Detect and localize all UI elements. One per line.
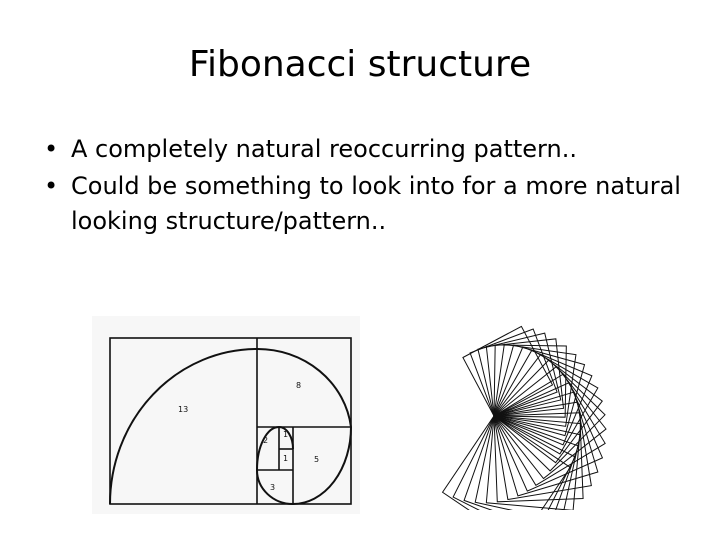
rotated-square bbox=[493, 343, 577, 427]
square-label: 1 bbox=[283, 454, 288, 463]
spiral-curve bbox=[109, 347, 353, 506]
bullet-list: • A completely natural reoccurring patte… bbox=[44, 132, 684, 241]
rotated-square bbox=[493, 401, 592, 501]
square-label: 1 bbox=[283, 430, 288, 439]
bullet-text: Could be something to look into for a mo… bbox=[71, 172, 681, 235]
rotated-square bbox=[441, 415, 571, 510]
square-label: 13 bbox=[178, 405, 188, 414]
rotated-square bbox=[493, 373, 606, 486]
rotated-square bbox=[452, 415, 576, 510]
rotated-square bbox=[493, 365, 607, 480]
rotated-square bbox=[477, 332, 562, 417]
square-label: 5 bbox=[314, 455, 319, 464]
rotated-square bbox=[469, 328, 558, 417]
bullet-item: • Could be something to look into for a … bbox=[44, 169, 684, 239]
rotated-square bbox=[493, 344, 586, 437]
square-label: 2 bbox=[263, 436, 268, 445]
rotated-square bbox=[493, 346, 593, 446]
rotated-square bbox=[493, 391, 599, 497]
rotated-square bbox=[493, 359, 606, 472]
bullet-item: • A completely natural reoccurring patte… bbox=[44, 132, 684, 167]
fibonacci-rectangle-figure: 13 8 5 3 2 1 1 bbox=[92, 316, 360, 514]
square-label: 3 bbox=[270, 483, 275, 492]
bullet-icon: • bbox=[44, 135, 59, 163]
rotated-square bbox=[485, 338, 565, 417]
bullet-text: A completely natural reoccurring pattern… bbox=[71, 135, 577, 163]
rotated-square bbox=[462, 325, 554, 417]
rotated-square bbox=[463, 415, 580, 510]
rotated-square bbox=[493, 344, 567, 418]
rotated-square bbox=[485, 415, 582, 510]
rotated-square bbox=[474, 415, 581, 510]
rotating-squares-figure bbox=[441, 325, 607, 510]
bullet-icon: • bbox=[44, 172, 59, 200]
rotated-square bbox=[493, 382, 604, 492]
square-label: 8 bbox=[296, 381, 301, 390]
slide-title: Fibonacci structure bbox=[188, 44, 532, 85]
rotated-square bbox=[493, 349, 599, 455]
rotated-square bbox=[493, 353, 603, 464]
rotated-square bbox=[493, 412, 584, 503]
